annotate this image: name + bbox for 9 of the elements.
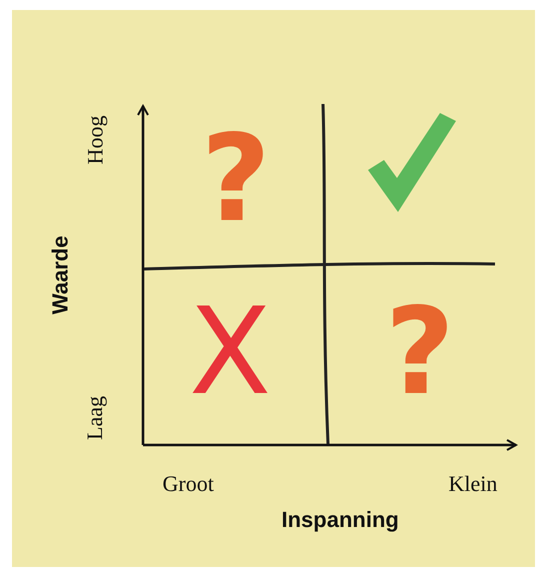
axis-label: Groot: [162, 473, 214, 495]
question-mark: ?: [201, 120, 271, 240]
cross-mark: X: [189, 293, 272, 413]
axis-title: Inspanning: [282, 509, 399, 531]
axis-label: Laag: [84, 396, 106, 440]
axis-label: Klein: [448, 473, 498, 495]
question-mark: ?: [385, 293, 455, 413]
axis-label: Hoog: [84, 116, 106, 164]
axis-title: Waarde: [48, 236, 71, 314]
